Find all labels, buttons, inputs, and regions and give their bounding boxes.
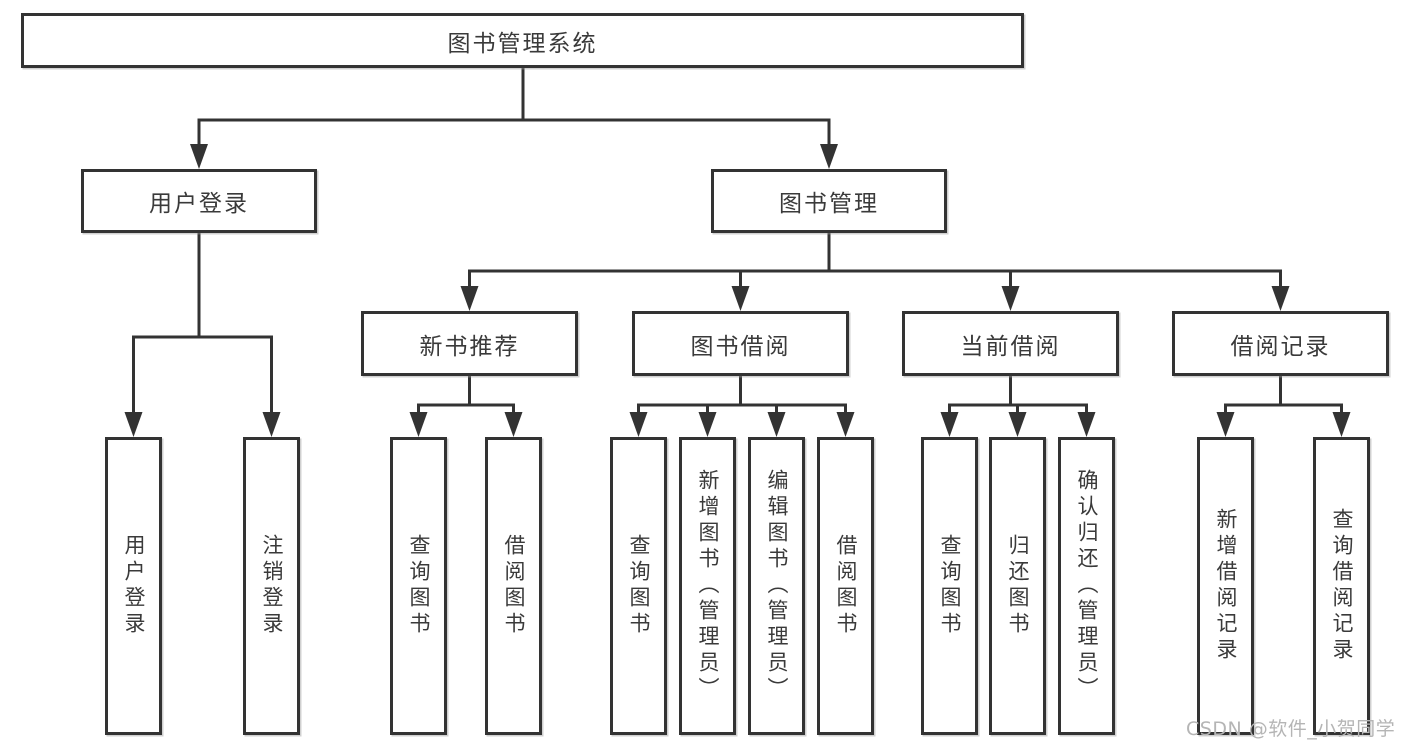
node-user-login: 用户登录 <box>81 169 317 233</box>
leaf-query-books-borrow-label: 查询图书 <box>627 534 651 638</box>
node-book-borrow-label: 图书借阅 <box>690 333 791 360</box>
node-user-login-label: 用户登录 <box>149 191 249 217</box>
leaf-add-borrow-record: 新增借阅记录 <box>1197 437 1254 735</box>
leaf-query-books-current-label: 查询图书 <box>938 534 962 638</box>
connector-newbook-to-leaves <box>417 376 515 414</box>
leaf-borrow-books-recommend-label: 借阅图书 <box>502 534 526 638</box>
node-current-borrow: 当前借阅 <box>902 311 1119 376</box>
connector-bookmgmt-to-level3 <box>468 233 1282 288</box>
leaf-edit-book-admin-label: 编辑图书（管理员） <box>765 469 789 703</box>
leaf-logout: 注销登录 <box>243 437 300 735</box>
leaf-add-book-admin-label: 新增图书（管理员） <box>696 469 720 703</box>
leaf-user-login-label: 用户登录 <box>122 534 146 638</box>
leaf-confirm-return-admin-label: 确认归还（管理员） <box>1075 469 1099 703</box>
leaf-query-books-borrow: 查询图书 <box>610 437 667 735</box>
node-root-system: 图书管理系统 <box>21 13 1024 68</box>
leaf-user-login: 用户登录 <box>105 437 162 735</box>
connector-borrowrecords-to-leaves <box>1224 376 1343 414</box>
connector-bookborrow-to-leaves <box>637 376 847 414</box>
leaf-query-borrow-record-label: 查询借阅记录 <box>1330 508 1354 664</box>
leaf-borrow-books-2: 借阅图书 <box>817 437 874 735</box>
leaf-logout-label: 注销登录 <box>260 534 284 638</box>
node-new-book-recommend-label: 新书推荐 <box>419 333 520 360</box>
node-current-borrow-label: 当前借阅 <box>960 333 1061 360</box>
node-book-management: 图书管理 <box>711 169 947 233</box>
leaf-return-book-label: 归还图书 <box>1006 534 1030 638</box>
leaf-query-books-recommend-label: 查询图书 <box>407 534 431 638</box>
watermark-text: CSDN @软件_小贺同学 <box>1186 718 1396 740</box>
node-root-label: 图书管理系统 <box>447 30 598 57</box>
connector-userlogin-to-leaves <box>132 233 273 414</box>
node-book-management-label: 图书管理 <box>779 191 879 217</box>
leaf-borrow-books-2-label: 借阅图书 <box>834 534 858 638</box>
leaf-edit-book-admin: 编辑图书（管理员） <box>748 437 805 735</box>
node-borrow-records-label: 借阅记录 <box>1230 333 1331 360</box>
node-borrow-records: 借阅记录 <box>1172 311 1389 376</box>
leaf-query-books-current: 查询图书 <box>921 437 978 735</box>
leaf-borrow-books-recommend: 借阅图书 <box>485 437 542 735</box>
leaf-return-book: 归还图书 <box>989 437 1046 735</box>
leaf-add-borrow-record-label: 新增借阅记录 <box>1214 508 1238 664</box>
leaf-add-book-admin: 新增图书（管理员） <box>679 437 736 735</box>
connector-currentborrow-to-leaves <box>948 376 1088 414</box>
leaf-confirm-return-admin: 确认归还（管理员） <box>1058 437 1115 735</box>
node-new-book-recommend: 新书推荐 <box>361 311 578 376</box>
connector-root-to-level2 <box>197 68 831 146</box>
leaf-query-books-recommend: 查询图书 <box>390 437 447 735</box>
leaf-query-borrow-record: 查询借阅记录 <box>1313 437 1370 735</box>
node-book-borrow: 图书借阅 <box>632 311 849 376</box>
